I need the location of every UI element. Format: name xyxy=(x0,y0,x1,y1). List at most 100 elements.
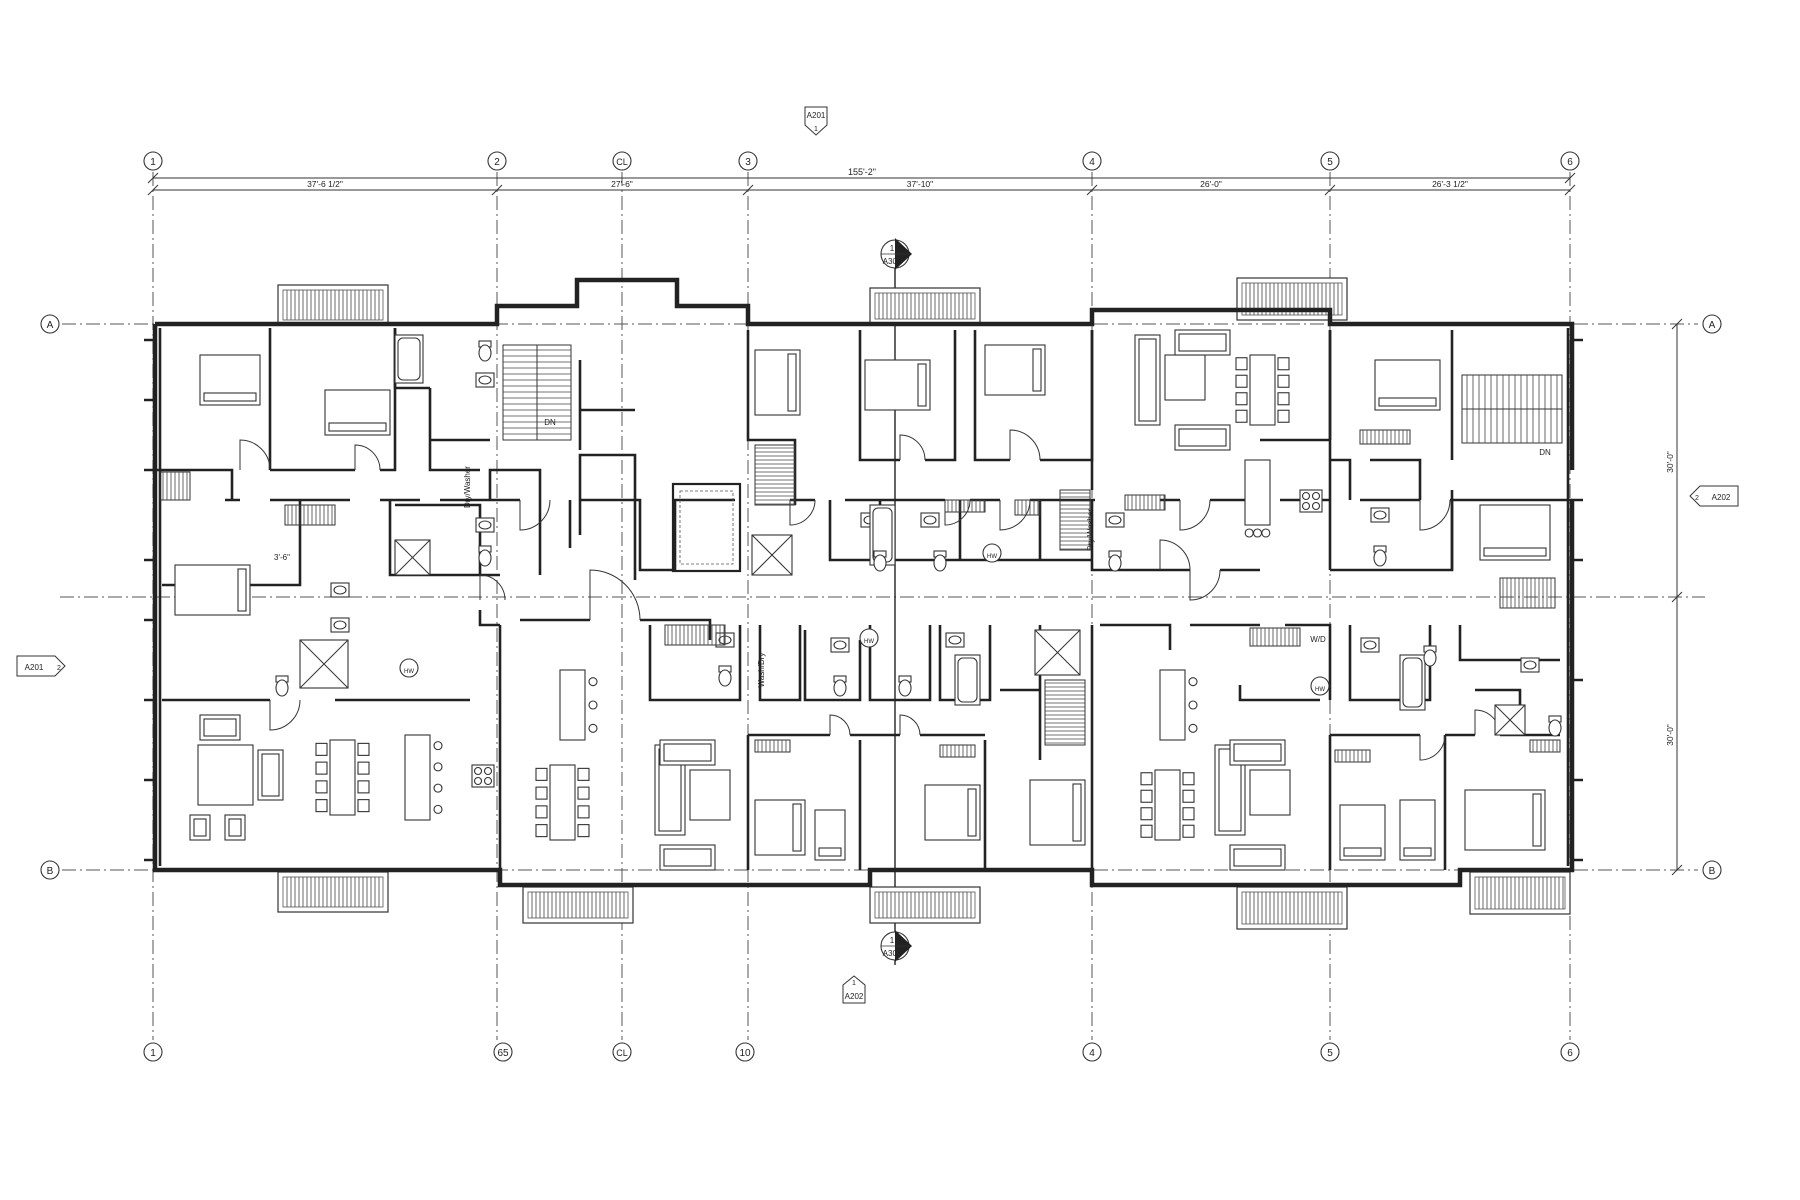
shower xyxy=(299,639,349,689)
coffee-table xyxy=(1164,354,1206,401)
dimension-segment: 26'-3 1/2" xyxy=(1432,179,1468,189)
door-swing xyxy=(789,499,816,526)
kitchen-island xyxy=(1159,669,1198,741)
dining-table xyxy=(1140,769,1195,841)
toilet xyxy=(833,675,847,697)
bed xyxy=(174,564,251,616)
washer-dryer-label: Wash/Dry xyxy=(757,653,766,688)
bed xyxy=(1399,799,1436,861)
grid-label-row: A xyxy=(47,320,54,331)
elevation-tag-bottom: 1 A202 xyxy=(842,975,866,1004)
elevation-tag-left: A201 2 xyxy=(16,655,66,677)
grid-label-bottom: 4 xyxy=(1089,1048,1095,1059)
sofa xyxy=(199,714,241,741)
toilet xyxy=(478,340,492,362)
shower xyxy=(751,534,793,576)
dryer-washer-label: Dry/Washer xyxy=(1086,509,1095,551)
dryer-washer-label: Dry/Washer xyxy=(463,466,472,508)
wd-label: W/D xyxy=(1310,635,1326,644)
door-swing xyxy=(944,499,971,526)
door-swing xyxy=(239,439,271,471)
sofa xyxy=(1174,329,1231,356)
grid-label-bottom: 65 xyxy=(497,1048,509,1059)
grid-label-top: 2 xyxy=(494,157,500,168)
closet-shelving xyxy=(1359,429,1411,445)
elevation-tag-sheet: A201 xyxy=(807,111,826,120)
grid-label-top: CL xyxy=(616,157,628,167)
range-cooktop xyxy=(1299,489,1323,513)
toilet xyxy=(718,665,732,687)
elevation-tag-right: 2 A202 xyxy=(1689,485,1739,507)
door-swing xyxy=(589,569,641,621)
dimension-strings: 155'-2" 37'-6 1/2" 27'-6" 37'-10" 26'-0"… xyxy=(147,167,1683,876)
bed xyxy=(1464,789,1546,851)
sofa xyxy=(1174,424,1231,451)
toilet xyxy=(1373,545,1387,567)
dimension-segment: 37'-10" xyxy=(907,179,933,189)
sink xyxy=(475,517,495,533)
grid-label-row: B xyxy=(47,866,54,877)
sofa xyxy=(659,739,716,766)
balcony xyxy=(1469,871,1571,915)
sink xyxy=(475,372,495,388)
section-marker-bottom: 1 A301 xyxy=(880,930,912,962)
bed xyxy=(754,799,806,856)
sink xyxy=(945,632,965,648)
closet-shelving xyxy=(1044,679,1086,746)
elevation-tag-sheet: A202 xyxy=(1712,493,1731,502)
grid-label-top: 1 xyxy=(150,157,156,168)
door-swing xyxy=(1189,569,1221,601)
bed xyxy=(1339,804,1386,861)
sink xyxy=(830,637,850,653)
sofa xyxy=(1134,334,1161,426)
grid-label-top: 5 xyxy=(1327,157,1333,168)
shower xyxy=(1034,629,1081,676)
water-heater-label: HW xyxy=(987,554,997,560)
water-heater-label: HW xyxy=(404,669,414,675)
shower xyxy=(394,539,431,576)
bed xyxy=(814,809,846,861)
elevation-tag-top: A201 1 xyxy=(804,106,828,136)
bed xyxy=(924,784,981,841)
dimension-vertical: 30'-0" xyxy=(1665,724,1675,746)
kitchen-island xyxy=(1244,459,1271,538)
range-cooktop xyxy=(471,764,495,788)
sofa xyxy=(257,749,284,801)
toilet xyxy=(898,675,912,697)
closet-shelving xyxy=(1124,494,1166,511)
closet-shelving xyxy=(754,444,796,506)
dimension-segment: 37'-6 1/2" xyxy=(307,179,343,189)
water-heater xyxy=(399,658,419,678)
closet-shelving xyxy=(939,744,976,758)
sink xyxy=(1360,637,1380,653)
stair-right: DN xyxy=(1461,374,1563,457)
door-swing xyxy=(1419,734,1446,761)
balcony xyxy=(1236,277,1348,321)
closet-shelving xyxy=(754,739,791,753)
toilet xyxy=(478,545,492,567)
grid-label-bottom: CL xyxy=(616,1048,628,1058)
bed xyxy=(199,354,261,406)
bathtub xyxy=(394,334,424,384)
elevator-shaft xyxy=(671,482,742,573)
stair-direction-label: DN xyxy=(544,418,556,427)
balcony xyxy=(522,886,634,924)
door-swing xyxy=(1419,499,1451,531)
closet-shelving xyxy=(1249,627,1301,647)
elevation-tag-number: 1 xyxy=(814,126,818,133)
sink xyxy=(330,617,350,633)
room-labels: Dry/Washer Dry/Washer Wash/Dry W/D 3'-6"… xyxy=(274,466,1326,693)
bed xyxy=(864,359,931,411)
closet-shelving xyxy=(944,499,986,513)
water-heater xyxy=(859,628,879,648)
door-swing xyxy=(1179,499,1211,531)
elevation-tag-number: 2 xyxy=(1695,495,1699,502)
balcony xyxy=(869,886,981,924)
bathtub xyxy=(1399,654,1426,711)
closet-shelving xyxy=(1529,739,1561,753)
bed xyxy=(1374,359,1441,411)
door-swing xyxy=(269,699,301,731)
door-swing xyxy=(999,499,1031,531)
closet-shelving xyxy=(1014,499,1041,516)
balcony xyxy=(277,871,389,913)
